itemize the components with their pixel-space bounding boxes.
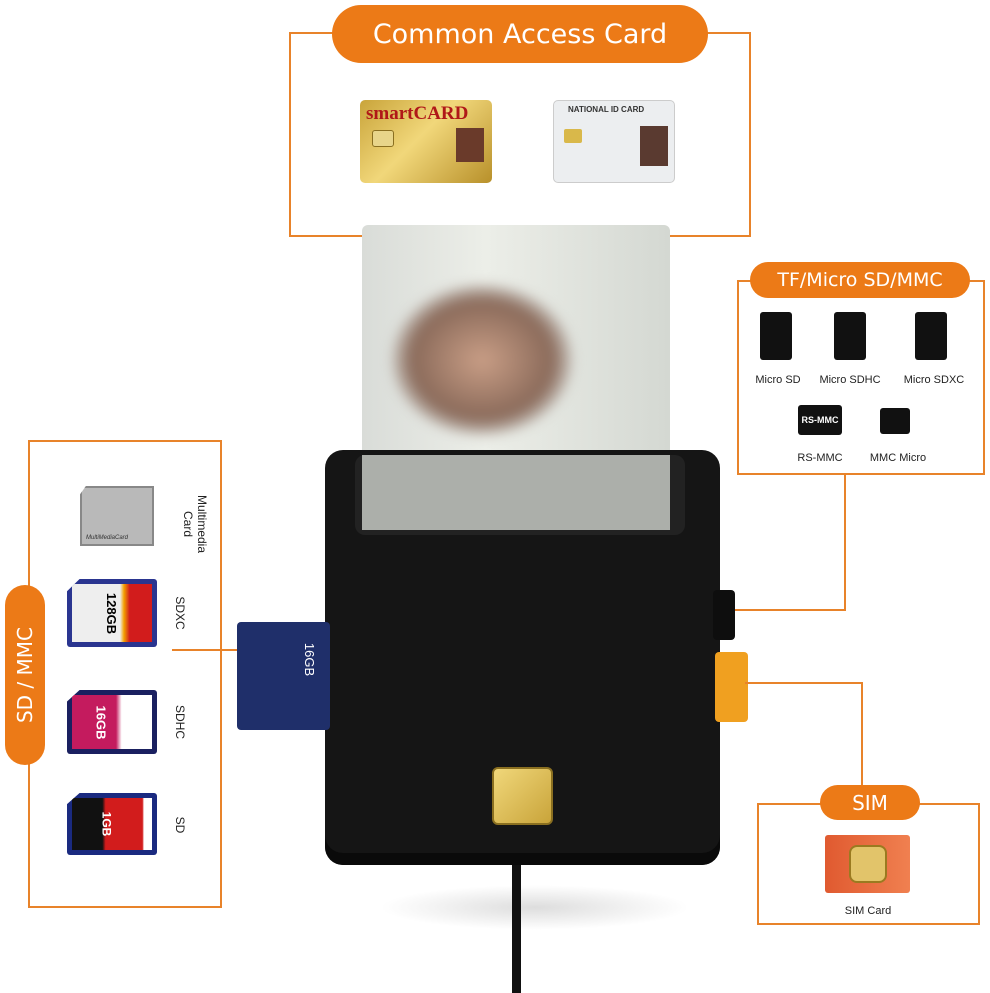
sd-label: SDHC xyxy=(173,704,187,739)
tf-label: RS-MMC xyxy=(797,452,843,464)
photo xyxy=(392,285,572,435)
tf-label: MMC Micro xyxy=(869,452,927,464)
sd-title: SD / MMC xyxy=(5,585,45,765)
national-id-image: NATIONAL ID CARD xyxy=(553,100,675,183)
card-text: MultiMediaCard xyxy=(86,535,129,541)
sim-connector xyxy=(745,682,863,684)
photo xyxy=(456,128,484,162)
tf-connector xyxy=(735,609,846,611)
tf-label: Micro SDXC xyxy=(903,374,965,386)
micro-sdxc-icon xyxy=(915,312,947,360)
smartcard-logo: smartCARD xyxy=(366,103,469,124)
usb-cable xyxy=(512,860,521,993)
card-text: 16GB xyxy=(93,705,109,739)
sd-label: Multimedia Card xyxy=(181,494,209,554)
smartcard-image: smartCARD xyxy=(360,100,492,183)
sdhc-card-icon: 16GB xyxy=(67,690,157,754)
sd-connector xyxy=(172,649,237,651)
inserted-id-lower xyxy=(362,455,670,530)
photo xyxy=(640,126,668,166)
sim-slot-tray xyxy=(715,652,748,722)
mmc-micro-icon xyxy=(880,408,910,434)
tf-title: TF/Micro SD/MMC xyxy=(750,262,970,298)
sd-title-text: SD / MMC xyxy=(13,626,37,724)
tf-connector xyxy=(844,474,846,611)
chip-icon xyxy=(564,129,582,143)
national-id-logo: NATIONAL ID CARD xyxy=(568,105,645,114)
rs-mmc-icon: RS-MMC xyxy=(798,405,842,435)
microsd-slot xyxy=(713,590,735,640)
chip-icon xyxy=(849,845,887,883)
micro-sd-icon xyxy=(760,312,792,360)
inserted-sd-card: 16GB xyxy=(237,622,330,730)
rs-mmc-card-text: RS-MMC xyxy=(801,415,839,425)
sim-card-icon xyxy=(825,835,910,893)
reader-chip-icon xyxy=(492,767,553,825)
chip-icon xyxy=(372,130,394,147)
sd-label: SDXC xyxy=(173,596,187,630)
sim-connector xyxy=(861,682,863,787)
tf-label: Micro SDHC xyxy=(819,374,881,386)
multimedia-card-icon: MultiMediaCard xyxy=(80,486,154,546)
sim-label: SIM Card xyxy=(844,905,892,917)
card-text: 1GB xyxy=(99,811,114,837)
cac-title: Common Access Card xyxy=(332,5,708,63)
tf-label: Micro SD xyxy=(755,374,801,386)
micro-sdhc-icon xyxy=(834,312,866,360)
card-text: 128GB xyxy=(104,592,120,634)
sdxc-card-icon: 128GB xyxy=(67,579,157,647)
sd-label: SD xyxy=(173,816,187,834)
reader-shadow xyxy=(380,885,690,930)
sim-title: SIM xyxy=(820,785,920,820)
sd-card-icon: 1GB xyxy=(67,793,157,855)
inserted-sd-text: 16GB xyxy=(302,642,318,677)
